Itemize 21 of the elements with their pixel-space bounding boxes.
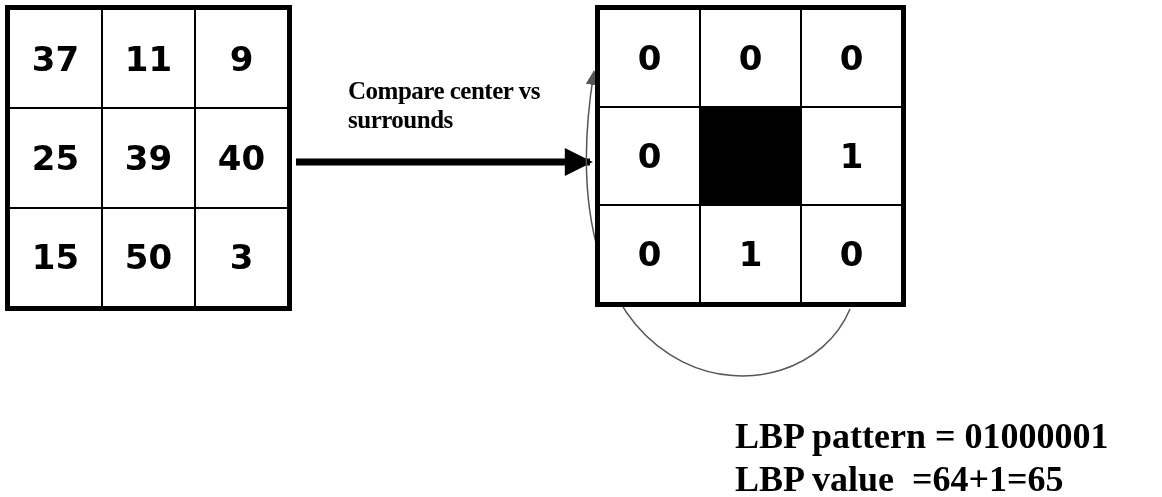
cell-value: 37 (31, 38, 80, 79)
number-grid (5, 5, 292, 311)
formula-text: LBP pattern = 01000001 (735, 417, 1109, 457)
cell-value: 11 (124, 38, 173, 79)
cell-value: 0 (637, 38, 662, 78)
cell-value: 25 (31, 138, 80, 178)
cell-value: 15 (31, 237, 80, 278)
cell-value: 1 (839, 136, 864, 176)
formula-text: LBP value =64+1=65 (735, 460, 1064, 497)
cell-value: 3 (229, 237, 254, 278)
cell-value: 39 (124, 138, 173, 178)
cell-value: 40 (217, 138, 266, 178)
cell-value: 0 (637, 136, 662, 176)
cell-value: 1 (738, 234, 763, 274)
cell-value: 50 (124, 237, 173, 278)
cell-value: 0 (738, 38, 763, 78)
cell-value: 0 (839, 38, 864, 78)
cell-value: 0 (637, 234, 662, 274)
cell-value: 9 (229, 38, 254, 79)
cell-value: 0 (839, 234, 864, 274)
number-grid (595, 5, 906, 307)
